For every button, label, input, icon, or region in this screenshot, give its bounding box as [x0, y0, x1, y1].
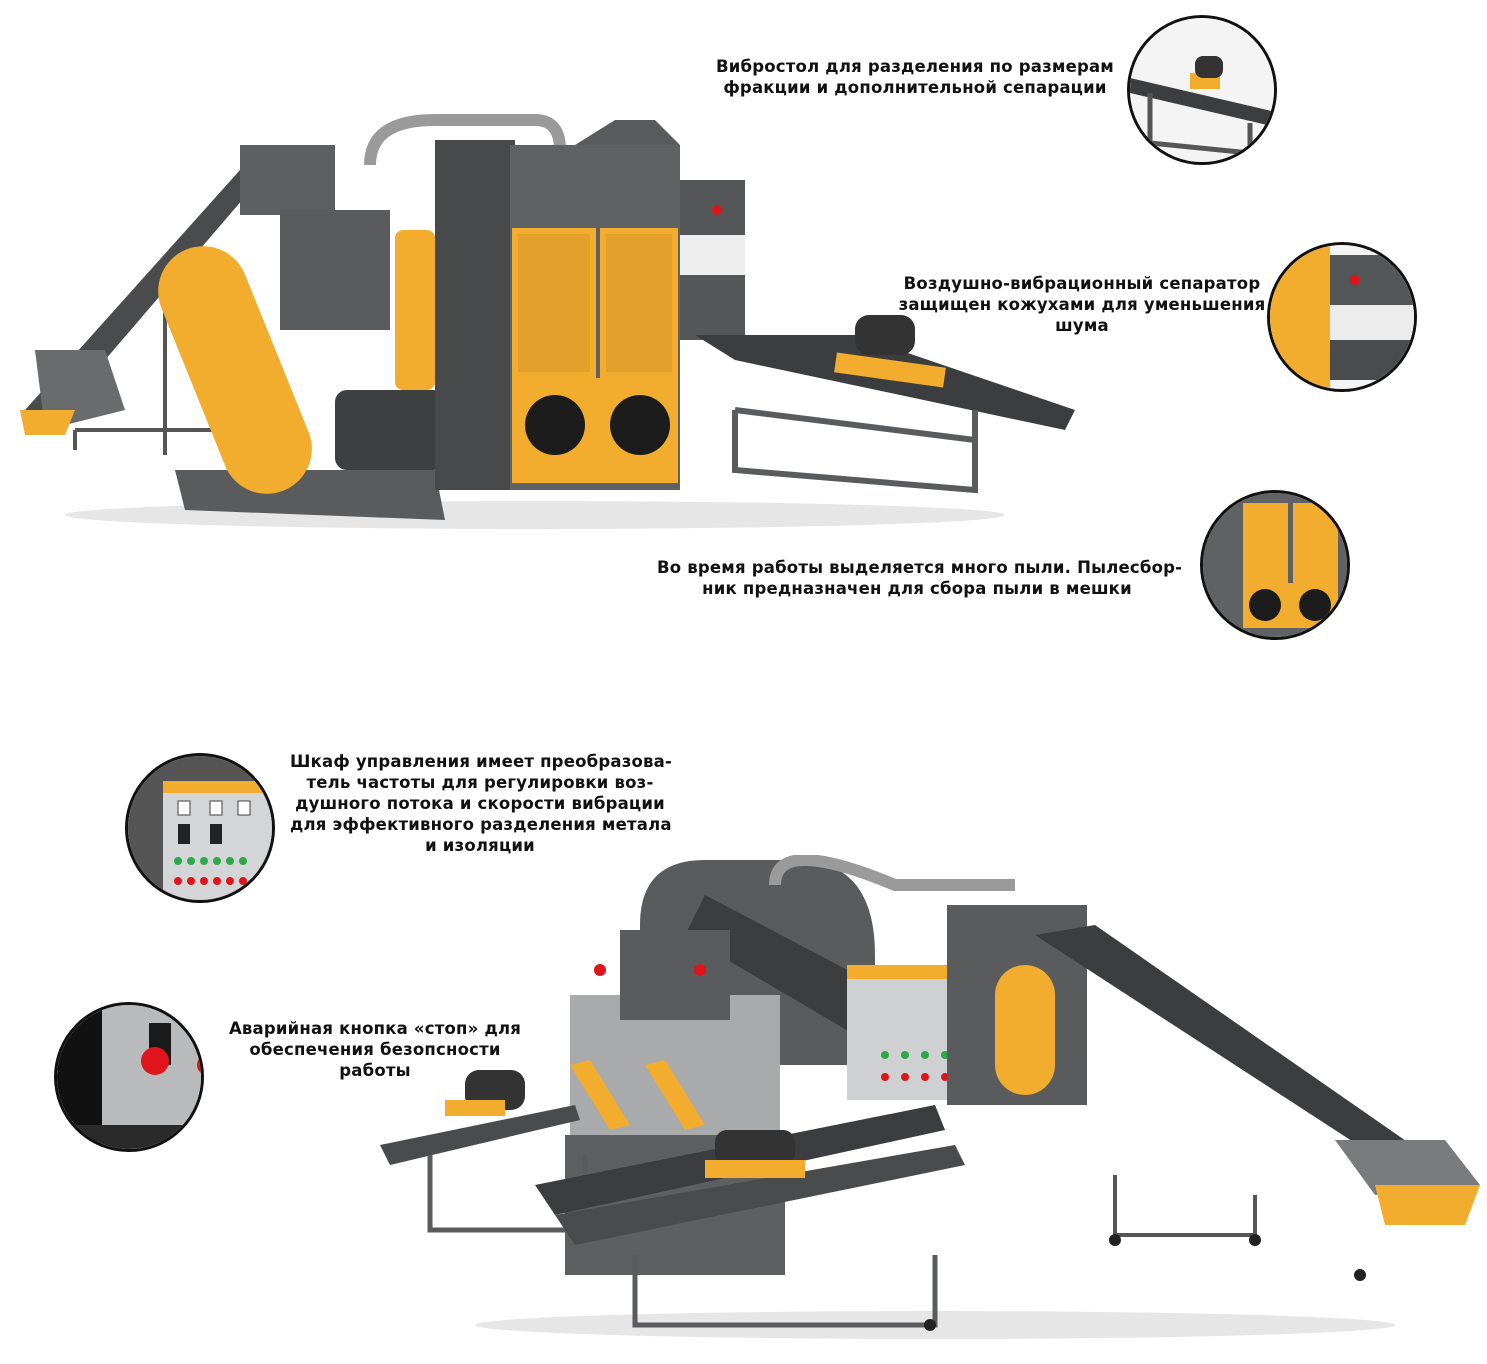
caption-line: тель частоты для регулировки воз-: [306, 773, 654, 792]
caption-line: Вибростол для разделения по размерам: [715, 57, 1114, 76]
caption-vibrotable: Вибростол для разделения по размерам фра…: [715, 56, 1115, 98]
caption-line: ник предназначен для сбора пыли в мешки: [702, 579, 1132, 598]
caption-line: душного потока и скорости вибрации: [295, 794, 665, 813]
caption-line: шума: [1055, 316, 1109, 335]
caption-air-separator: Воздушно-вибрационный сепаратор защищен …: [892, 273, 1272, 336]
detail-circle-vibrotable: [1127, 15, 1277, 165]
caption-line: и изоляции: [425, 836, 535, 855]
caption-dust-collector: Во время работы выделяется много пыли. П…: [657, 557, 1183, 599]
caption-line: обеспечения безопсности: [249, 1040, 501, 1059]
detail-circle-emergency-stop: [54, 1002, 204, 1152]
detail-circle-control-cabinet: [125, 753, 275, 903]
caption-line: защищен кожухами для уменьшения: [898, 295, 1266, 314]
caption-line: Воздушно-вибрационный сепаратор: [903, 274, 1261, 293]
detail-circle-air-separator: [1267, 242, 1417, 392]
detail-circle-dust-collector: [1200, 490, 1350, 640]
caption-line: Во время работы выделяется много пыли. П…: [657, 558, 1183, 577]
machine-illustration-bottom: [375, 855, 1485, 1355]
caption-control-cabinet: Шкаф управления имеет преобразова- тель …: [290, 751, 673, 856]
caption-line: Шкаф управления имеет преобразова-: [290, 752, 673, 771]
caption-line: Аварийная кнопка «стоп» для: [228, 1019, 522, 1038]
caption-emergency-stop: Аварийная кнопка «стоп» для обеспечения …: [225, 1018, 525, 1081]
caption-line: работы: [339, 1061, 411, 1080]
caption-line: для эффективного разделения метала: [290, 815, 672, 834]
machine-illustration-top: [15, 110, 1085, 530]
caption-line: фракции и дополнительной сепарации: [723, 78, 1107, 97]
